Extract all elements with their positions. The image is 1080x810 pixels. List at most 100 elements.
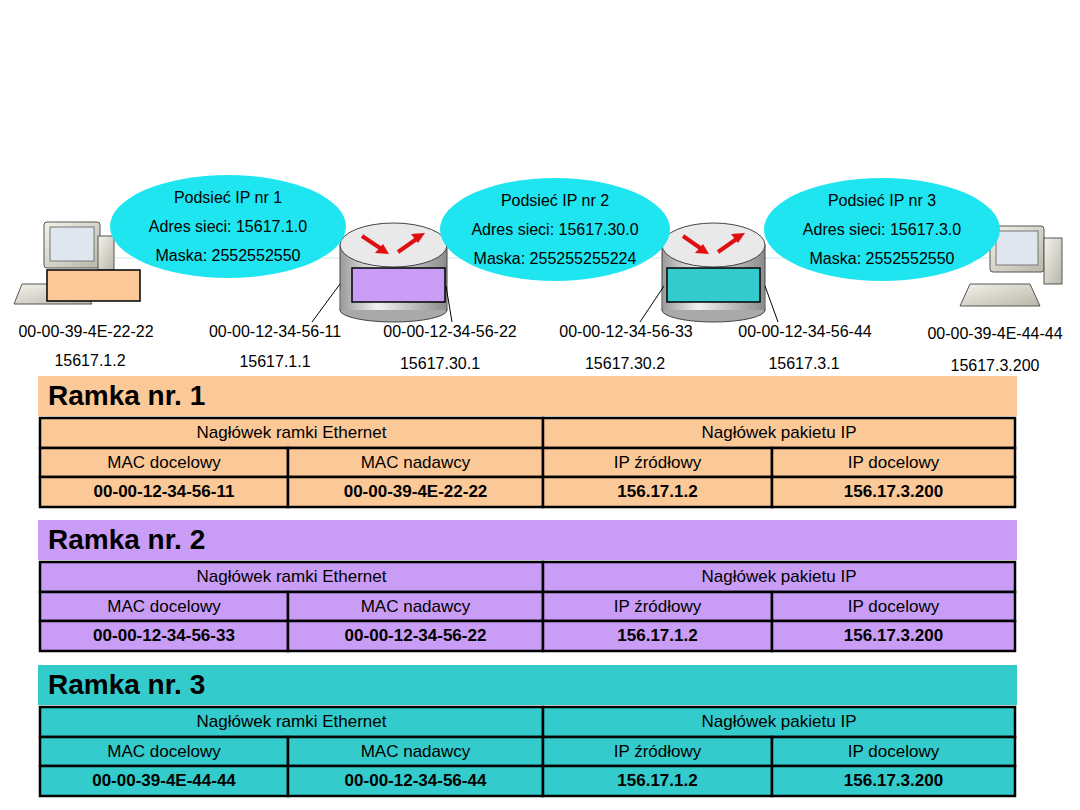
table-cell <box>543 418 1015 448</box>
table-value: 00-00-12-34-56-33 <box>40 621 288 651</box>
subnet-detail: Maska: 2552552550 <box>810 244 955 273</box>
frame-title-band: Ramka nr. 2 <box>38 520 1017 560</box>
table-value: 156.17.1.2 <box>543 477 772 507</box>
ip-address: 15617.30.1 <box>400 355 480 373</box>
ellipse-fill <box>440 178 670 281</box>
router-top <box>662 223 765 267</box>
table-header: IP docelowy <box>772 737 1015 766</box>
router-arrow <box>718 238 738 252</box>
frame-title-band: Ramka nr. 3 <box>38 665 1017 705</box>
table-cell <box>772 592 1015 621</box>
leader-line <box>765 286 778 322</box>
leader-line <box>640 286 664 322</box>
subnet-title: Podsieć IP nr 3 <box>828 186 936 215</box>
table-cell <box>543 592 772 621</box>
table-cell <box>543 477 772 507</box>
table-cell <box>40 707 543 737</box>
frame-title: Ramka nr. 1 <box>48 380 205 412</box>
table-header: MAC nadawcy <box>288 737 543 766</box>
table-value: 156.17.3.200 <box>772 621 1015 651</box>
table-value: 00-00-12-34-56-22 <box>288 621 543 651</box>
ip-address: 15617.30.2 <box>585 355 665 373</box>
table-header: IP źródłowy <box>543 448 772 477</box>
table-cell <box>288 737 543 766</box>
table-cell <box>40 592 288 621</box>
table-header: IP docelowy <box>772 448 1015 477</box>
table-value: 156.17.3.200 <box>772 766 1015 796</box>
subnet-detail: Maska: 2552552550 <box>156 241 301 270</box>
table-header: MAC nadawcy <box>288 592 543 621</box>
frame-tables <box>40 418 1015 796</box>
table-value: 00-00-39-4E-22-22 <box>288 477 543 507</box>
router-arrowhead <box>411 233 425 243</box>
mac-address: 00-00-12-34-56-22 <box>383 323 516 341</box>
table-header: MAC docelowy <box>40 592 288 621</box>
table-header: Nagłówek pakietu IP <box>543 562 1015 592</box>
table-cell <box>772 766 1015 796</box>
subnet-detail: Maska: 255255255224 <box>474 244 637 273</box>
table-header: Nagłówek ramki Ethernet <box>40 418 543 448</box>
table-cell <box>543 448 772 477</box>
frame-2-marker <box>352 268 445 302</box>
table-value: 00-00-39-4E-44-44 <box>40 766 288 796</box>
router-arrow <box>398 238 418 252</box>
frame-1-marker <box>47 270 140 301</box>
subnet-detail: Adres sieci: 15617.3.0 <box>803 215 961 244</box>
subnet-detail: Adres sieci: 15617.30.0 <box>471 215 638 244</box>
router-icon <box>662 223 765 322</box>
table-header: MAC docelowy <box>40 448 288 477</box>
mac-address: 00-00-39-4E-22-22 <box>18 323 153 341</box>
ip-address: 15617.1.1 <box>239 353 310 371</box>
leader-line <box>312 284 340 322</box>
router-arrowhead <box>695 244 709 254</box>
subnet-detail: Adres sieci: 15617.1.0 <box>149 212 307 241</box>
frame-title-band: Ramka nr. 1 <box>38 376 1017 416</box>
keyboard <box>960 284 1040 306</box>
ip-address: 15617.1.2 <box>54 352 125 370</box>
monitor-screen <box>50 227 94 261</box>
frame-title: Ramka nr. 3 <box>48 669 205 701</box>
table-cell <box>543 737 772 766</box>
table-value: 00-00-12-34-56-11 <box>40 477 288 507</box>
ellipse-fill <box>764 178 1000 281</box>
router-arrowhead <box>375 244 389 254</box>
ip-address: 15617.3.200 <box>951 357 1040 375</box>
table-cell <box>40 621 288 651</box>
frame-title: Ramka nr. 2 <box>48 524 205 556</box>
table-cell <box>40 418 543 448</box>
table-cell <box>40 477 288 507</box>
computer-case <box>98 236 114 270</box>
table-cell <box>543 621 772 651</box>
table-cell <box>40 448 288 477</box>
subnet-ellipse: Podsieć IP nr 3Adres sieci: 15617.3.0Mas… <box>764 178 1000 281</box>
subnet-ellipse: Podsieć IP nr 1Adres sieci: 15617.1.0Mas… <box>110 175 346 278</box>
table-header: IP źródłowy <box>543 592 772 621</box>
table-value: 156.17.1.2 <box>543 766 772 796</box>
table-cell <box>40 737 288 766</box>
table-cell <box>40 766 288 796</box>
table-cell <box>543 707 1015 737</box>
table-cell <box>543 766 772 796</box>
mac-address: 00-00-39-4E-44-44 <box>927 325 1062 343</box>
monitor-screen <box>996 231 1038 265</box>
table-cell <box>772 621 1015 651</box>
ellipse-fill <box>110 175 346 278</box>
table-cell <box>772 737 1015 766</box>
frame-3-marker <box>667 268 760 302</box>
subnet-title: Podsieć IP nr 1 <box>174 183 282 212</box>
monitor <box>44 222 100 268</box>
table-cell <box>543 562 1015 592</box>
leader-line <box>446 286 452 322</box>
subnet-ellipse: Podsieć IP nr 2Adres sieci: 15617.30.0Ma… <box>440 178 670 281</box>
table-header: Nagłówek pakietu IP <box>543 707 1015 737</box>
table-cell <box>288 621 543 651</box>
table-header: Nagłówek ramki Ethernet <box>40 562 543 592</box>
mac-address: 00-00-12-34-56-44 <box>738 323 871 341</box>
table-header: MAC docelowy <box>40 737 288 766</box>
mac-address: 00-00-12-34-56-11 <box>209 323 341 341</box>
router-icon <box>340 223 447 322</box>
table-cell <box>40 562 543 592</box>
table-header: IP docelowy <box>772 592 1015 621</box>
table-cell <box>288 477 543 507</box>
